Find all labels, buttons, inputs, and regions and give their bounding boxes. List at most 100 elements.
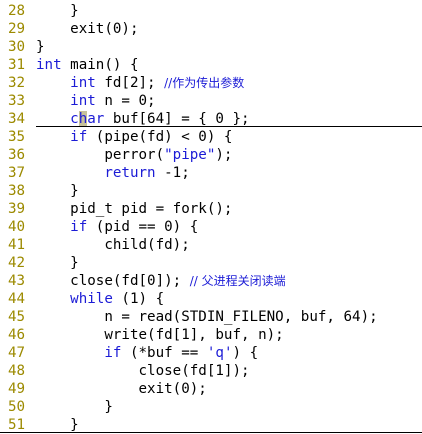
code-keyword: if <box>70 219 88 235</box>
code-token: ) { <box>232 345 259 361</box>
code-text[interactable]: child(fd); <box>36 236 190 254</box>
line-number: 33 <box>8 93 26 109</box>
code-token <box>36 219 70 235</box>
code-line[interactable]: 28 } <box>0 2 422 20</box>
code-token: -1; <box>155 165 190 181</box>
code-text[interactable]: } <box>36 254 79 272</box>
code-keyword: char <box>70 111 105 127</box>
code-text[interactable]: if (*buf == 'q') { <box>36 344 258 362</box>
code-line[interactable]: 51 } <box>0 416 422 434</box>
code-token: } <box>36 183 79 199</box>
code-token: fd[2]; <box>95 75 165 91</box>
code-text[interactable]: int fd[2]; //作为传出参数 <box>36 74 244 92</box>
code-line[interactable]: 49 exit(0); <box>0 380 422 398</box>
code-token: buf[64] = { 0 }; <box>104 111 250 127</box>
code-text[interactable]: char buf[64] = { 0 }; <box>36 110 250 128</box>
line-number: 35 <box>8 129 26 145</box>
code-text[interactable]: n = read(STDIN_FILENO, buf, 64); <box>36 308 378 326</box>
code-keyword: 'q' <box>206 345 233 361</box>
line-number: 29 <box>8 21 26 37</box>
code-token: close(fd[1]); <box>36 363 250 379</box>
code-text[interactable]: if (pipe(fd) < 0) { <box>36 128 232 146</box>
code-line[interactable]: 46 write(fd[1], buf, n); <box>0 326 422 344</box>
code-text[interactable]: int n = 0; <box>36 92 155 110</box>
current-line-underline <box>36 126 422 127</box>
code-text[interactable]: if (pid == 0) { <box>36 218 198 236</box>
code-text[interactable]: int main() { <box>36 56 139 74</box>
code-line[interactable]: 29 exit(0); <box>0 20 422 38</box>
line-number: 39 <box>8 201 26 217</box>
code-line[interactable]: 44 while (1) { <box>0 290 422 308</box>
code-line[interactable]: 39 pid_t pid = fork(); <box>0 200 422 218</box>
code-token: (pid == 0) { <box>87 219 199 235</box>
code-text[interactable]: } <box>36 416 79 434</box>
code-line[interactable]: 43 close(fd[0]); // 父进程关闭读端 <box>0 272 422 290</box>
code-text[interactable]: perror("pipe"); <box>36 146 232 164</box>
code-token <box>36 165 104 181</box>
code-token <box>36 129 70 145</box>
code-keyword: if <box>104 345 122 361</box>
line-number: 28 <box>8 3 26 19</box>
code-text[interactable]: exit(0); <box>36 20 139 38</box>
code-token: child(fd); <box>36 237 190 253</box>
bottom-divider <box>0 432 422 433</box>
line-number: 37 <box>8 165 26 181</box>
code-line[interactable]: 36 perror("pipe"); <box>0 146 422 164</box>
code-token: perror( <box>36 147 165 163</box>
code-keyword: return <box>104 165 156 181</box>
line-number: 51 <box>8 417 26 433</box>
code-line[interactable]: 34 char buf[64] = { 0 }; <box>0 110 422 128</box>
code-text[interactable]: write(fd[1], buf, n); <box>36 326 284 344</box>
code-text[interactable]: } <box>36 38 45 56</box>
code-line[interactable]: 45 n = read(STDIN_FILENO, buf, 64); <box>0 308 422 326</box>
code-line[interactable]: 50 } <box>0 398 422 416</box>
code-line[interactable]: 38 } <box>0 182 422 200</box>
code-token: } <box>36 399 113 415</box>
code-comment: //作为传出参数 <box>164 76 245 90</box>
code-line[interactable]: 32 int fd[2]; //作为传出参数 <box>0 74 422 92</box>
line-number: 42 <box>8 255 26 271</box>
code-line[interactable]: 42 } <box>0 254 422 272</box>
code-line[interactable]: 47 if (*buf == 'q') { <box>0 344 422 362</box>
code-text[interactable]: } <box>36 182 79 200</box>
code-token: } <box>36 39 45 55</box>
line-number: 47 <box>8 345 26 361</box>
line-number: 36 <box>8 147 26 163</box>
code-text[interactable]: } <box>36 398 113 416</box>
code-keyword: int <box>36 57 62 73</box>
line-number: 40 <box>8 219 26 235</box>
line-number: 48 <box>8 363 26 379</box>
code-line[interactable]: 37 return -1; <box>0 164 422 182</box>
code-token <box>36 111 70 127</box>
code-token: n = read(STDIN_FILENO, buf, 64); <box>36 309 378 325</box>
code-token: exit(0); <box>36 381 207 397</box>
code-token <box>36 345 104 361</box>
code-line[interactable]: 41 child(fd); <box>0 236 422 254</box>
line-number: 38 <box>8 183 26 199</box>
code-token: write(fd[1], buf, n); <box>36 327 284 343</box>
code-line[interactable]: 40 if (pid == 0) { <box>0 218 422 236</box>
code-text[interactable]: pid_t pid = fork(); <box>36 200 232 218</box>
code-line[interactable]: 30} <box>0 38 422 56</box>
line-number: 34 <box>8 111 26 127</box>
code-text[interactable]: exit(0); <box>36 380 207 398</box>
line-number: 32 <box>8 75 26 91</box>
code-text[interactable]: close(fd[0]); // 父进程关闭读端 <box>36 272 286 290</box>
code-line[interactable]: 48 close(fd[1]); <box>0 362 422 380</box>
code-token <box>36 75 70 91</box>
code-token <box>36 291 70 307</box>
code-token: ); <box>215 147 233 163</box>
code-line[interactable]: 35 if (pipe(fd) < 0) { <box>0 128 422 146</box>
code-text[interactable]: return -1; <box>36 164 190 182</box>
code-text[interactable]: } <box>36 2 79 20</box>
text-cursor <box>78 111 88 126</box>
code-comment: // 父进程关闭读端 <box>189 274 286 288</box>
code-text[interactable]: while (1) { <box>36 290 164 308</box>
code-token: exit(0); <box>36 21 139 37</box>
code-line[interactable]: 33 int n = 0; <box>0 92 422 110</box>
line-number: 41 <box>8 237 26 253</box>
code-text[interactable]: close(fd[1]); <box>36 362 250 380</box>
line-number: 46 <box>8 327 26 343</box>
